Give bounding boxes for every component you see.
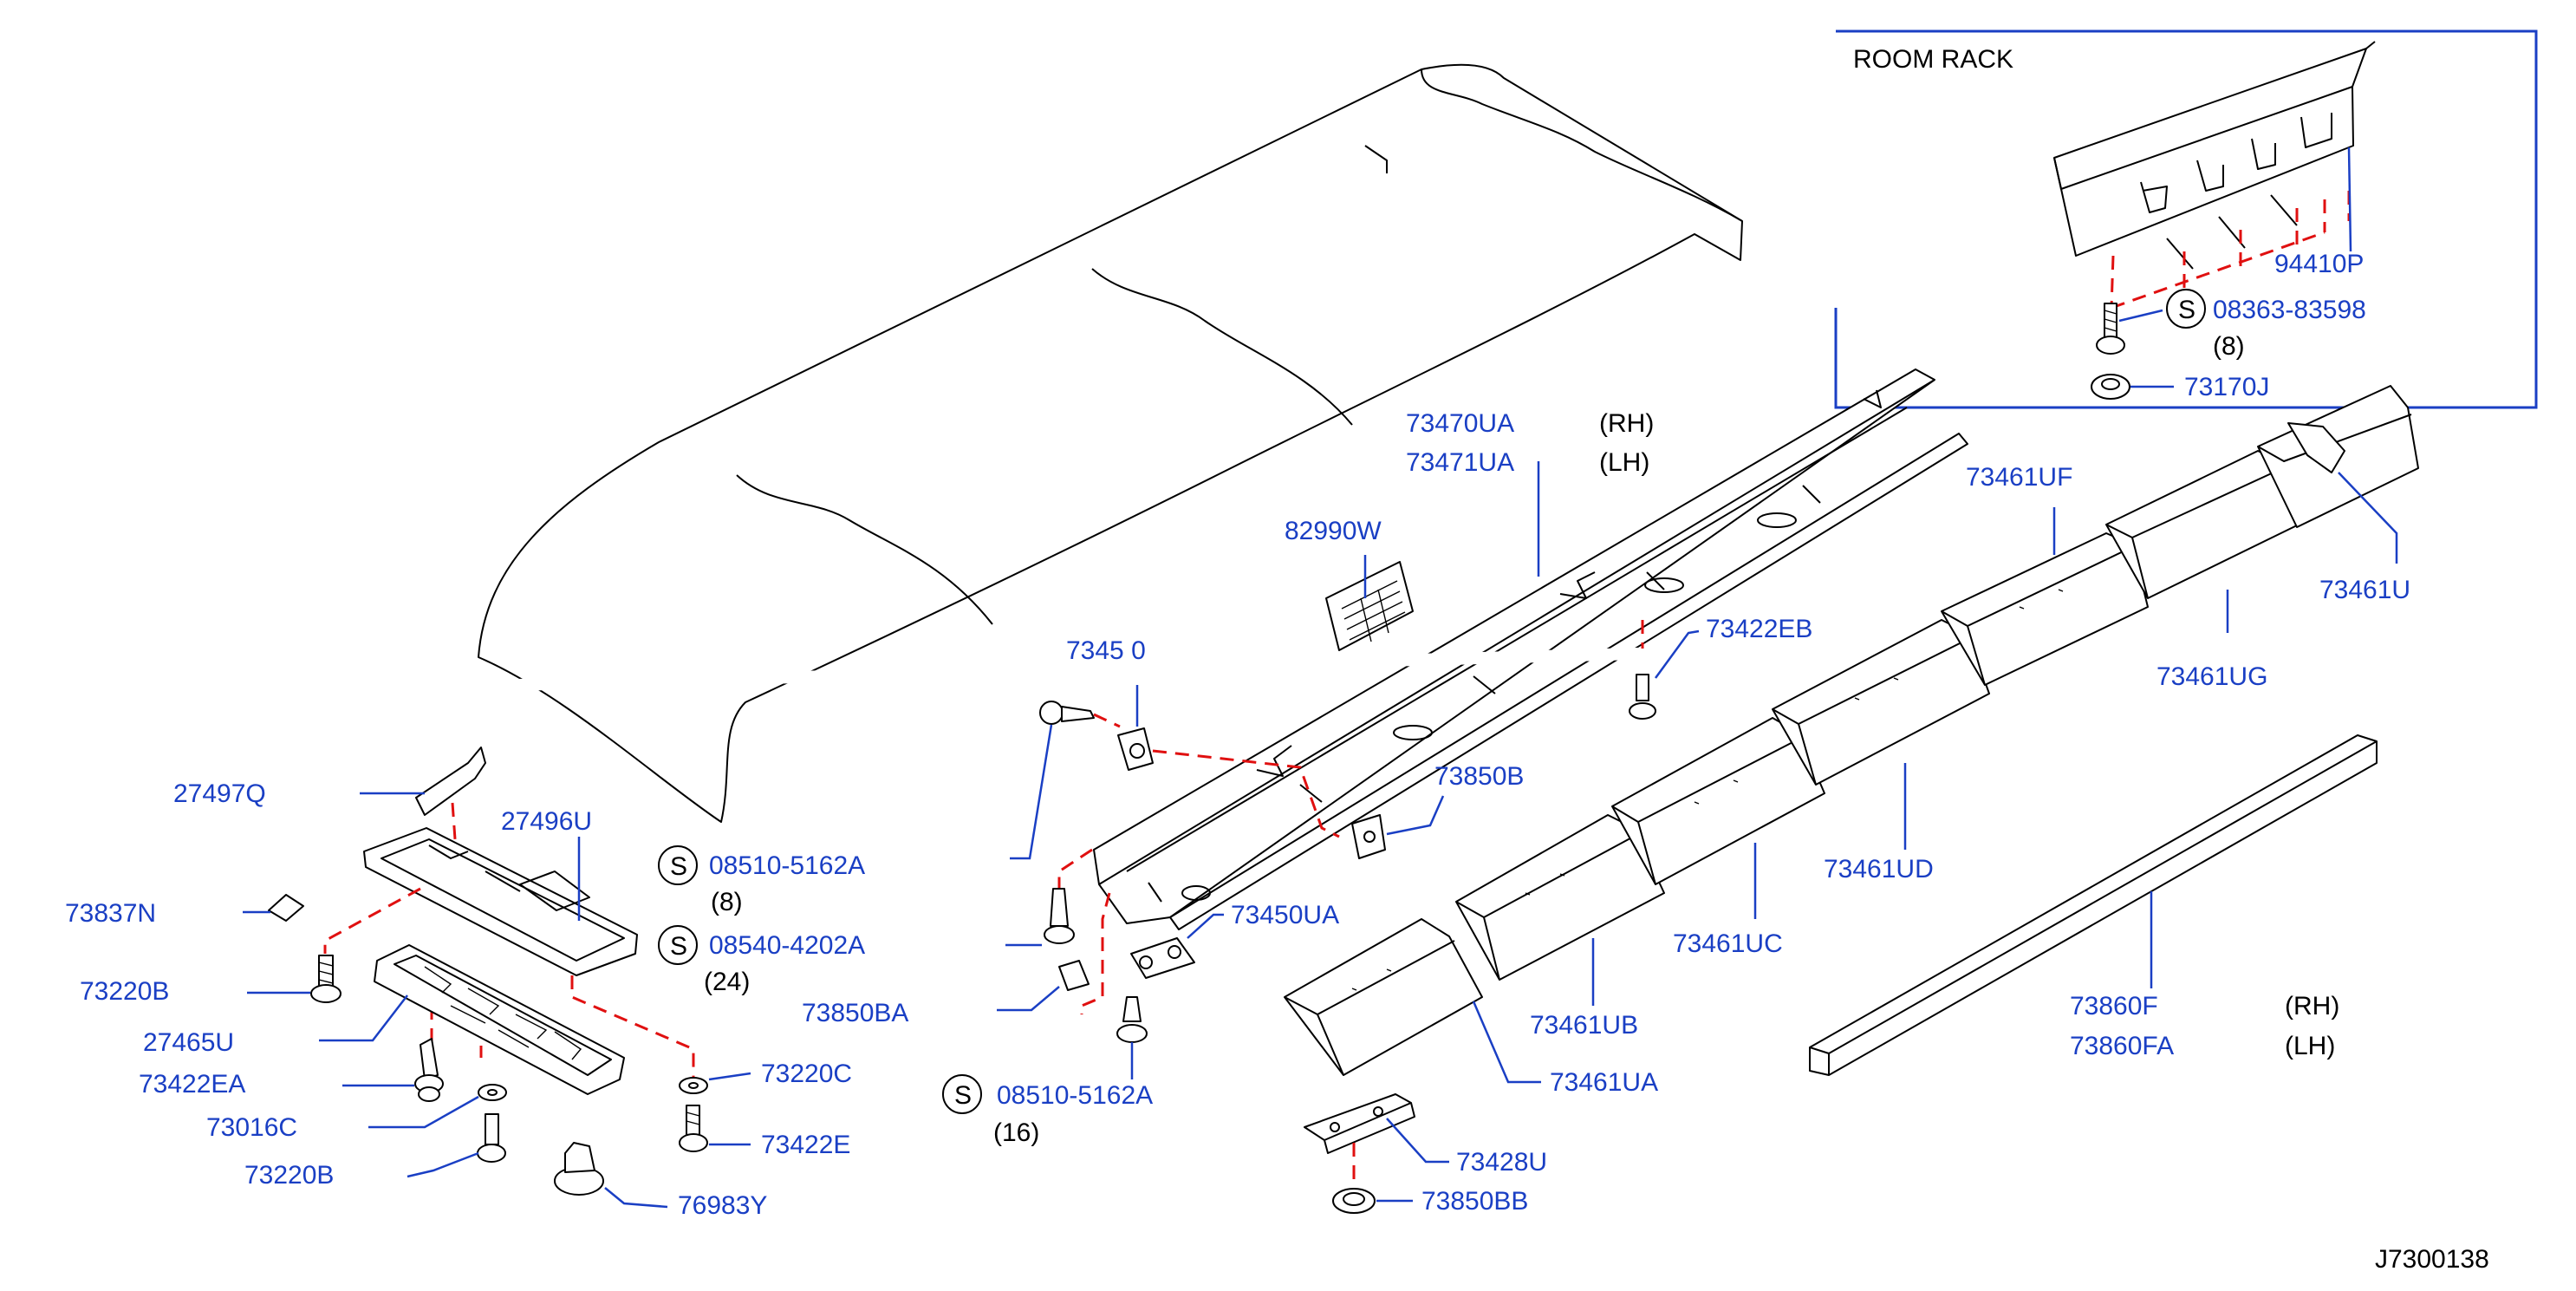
part-73470UA[interactable]: 73470UA [1406,409,1514,438]
part-08510-5162A-2[interactable]: 08510-5162A [997,1081,1153,1110]
left-cluster: 27497Q 27496U 73837N 73220B 27465U 73422… [65,747,865,1220]
qty-08510-2: (16) [993,1118,1039,1147]
grommet-icon [2091,374,2130,400]
vent-grille: 82990W [1285,517,1414,651]
part-27496U[interactable]: 27496U [501,807,592,836]
inset-title: ROOM RACK [1853,45,2013,74]
part-76983Y[interactable]: 76983Y [678,1191,767,1220]
part-73220B-1[interactable]: 73220B [80,977,169,1006]
part-73220C[interactable]: 73220C [761,1060,852,1088]
part-73837N[interactable]: 73837N [65,899,156,928]
push-pin-icon [1039,701,1095,725]
s-symbol-1: S [670,852,687,881]
part-73461UG[interactable]: 73461UG [2156,662,2267,691]
part-73461UB[interactable]: 73461UB [1530,1011,1638,1040]
clip-top: 7345 0 [1010,636,1340,1014]
part-73450UA[interactable]: 73450UA [1231,901,1339,929]
lh-label-bar: (LH) [2285,1032,2335,1060]
s-symbol-2: S [670,932,687,961]
part-73422EA[interactable]: 73422EA [139,1070,245,1099]
part-73850BB[interactable]: 73850BB [1421,1187,1528,1216]
s-symbol-3: S [954,1081,972,1110]
rh-label-bar: (RH) [2285,992,2339,1020]
part-27497Q[interactable]: 27497Q [173,779,266,808]
part-73461UC[interactable]: 73461UC [1673,929,1783,958]
part-82990W[interactable]: 82990W [1285,517,1382,545]
qty-08363: (8) [2213,332,2245,361]
part-73850B[interactable]: 73850B [1434,762,1524,791]
part-73461UF[interactable]: 73461UF [1966,463,2072,492]
part-73428U[interactable]: 73428U [1456,1148,1547,1177]
standard-part-symbol-icon [942,1074,982,1114]
standard-part-symbol-icon [658,925,698,965]
part-08363-83598[interactable]: 08363-83598 [2213,296,2366,324]
clip-73837N-icon [268,894,304,922]
side-bar-73860F: 73860F 73860FA (RH) (LH) [1809,734,2378,1076]
lh-label-rail: (LH) [1599,448,1649,477]
part-73422E[interactable]: 73422E [761,1131,850,1159]
part-27465U[interactable]: 27465U [143,1028,234,1057]
part-73016C[interactable]: 73016C [206,1113,297,1142]
part-73220B-2[interactable]: 73220B [244,1161,334,1190]
diagram-code: J7300138 [2375,1245,2489,1274]
rail-cover-segments: 73461UA 73461UB 73461UC 73461UD 73461UG … [1284,385,2419,1097]
bolt-73422EB: 73422EB [1629,615,1812,720]
bracket-73428U: 73428U 73850BB [1304,1093,1547,1216]
s-symbol: S [2178,296,2195,324]
roof-side-rail: 73470UA 73471UA (RH) (LH) [1093,368,1968,930]
room-rack-inset: ROOM RACK 94410P S 08363-83598 (8) 73170… [1834,29,2538,409]
middle-cluster: 73850BA 73450UA S 08510-5162A (16) [802,888,1339,1147]
part-73461UD[interactable]: 73461UD [1824,855,1934,883]
part-73422EB[interactable]: 73422EB [1706,615,1812,643]
part-08510-5162A-1[interactable]: 08510-5162A [709,851,865,880]
part-73461UA[interactable]: 73461UA [1550,1068,1658,1097]
bracket-73850B: 73850B [1351,762,1524,859]
standard-part-symbol-icon [658,845,698,885]
part-73850BA[interactable]: 73850BA [802,999,908,1027]
part-73860FA[interactable]: 73860FA [2070,1032,2174,1060]
standard-part-symbol-icon [2166,289,2206,329]
part-73471UA[interactable]: 73471UA [1406,448,1514,477]
part-73170J[interactable]: 73170J [2184,373,2269,401]
qty-08540: (24) [704,968,750,996]
part-73860F[interactable]: 73860F [2070,992,2158,1020]
bolt-icon [2096,303,2125,355]
part-73461U[interactable]: 73461U [2319,576,2410,604]
part-08540-4202A[interactable]: 08540-4202A [709,931,865,960]
rh-label-rail: (RH) [1599,409,1654,438]
washer-icon [478,1084,507,1101]
qty-08510-1: (8) [711,888,743,916]
roof-panel [478,63,1743,823]
part-94410P[interactable]: 94410P [2274,250,2364,278]
part-7345-top[interactable]: 7345 0 [1066,636,1146,665]
